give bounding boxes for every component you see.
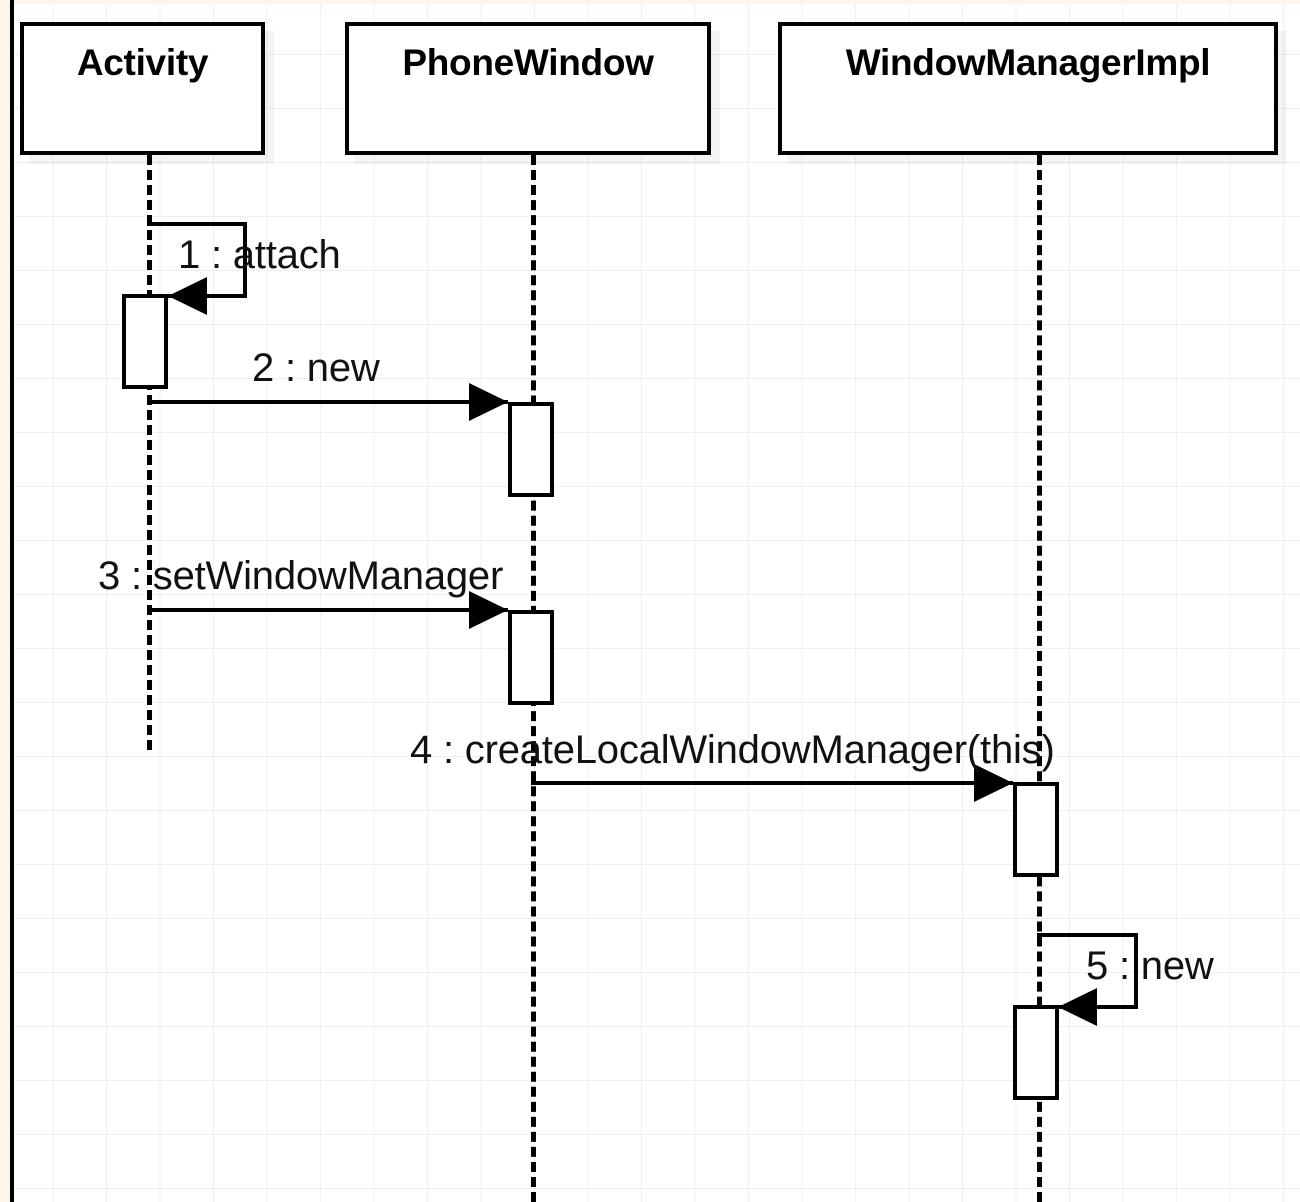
message-1-loop-right <box>243 222 247 296</box>
message-2-arrowhead-icon <box>469 383 508 421</box>
message-5-label: 5 : new <box>1086 944 1214 988</box>
participant-box-windowmanagerimpl[interactable]: WindowManagerImpl <box>778 22 1278 155</box>
message-1-loop-top <box>147 222 247 226</box>
message-5-loop-right <box>1134 933 1138 1007</box>
lifeline-windowmanagerimpl <box>1037 155 1042 1202</box>
message-3-line <box>147 608 508 612</box>
page-margin-top <box>0 0 1300 4</box>
participant-box-activity[interactable]: Activity <box>20 22 265 155</box>
message-1-loop-bottom <box>168 294 247 298</box>
page-border-left <box>10 0 14 1202</box>
participant-label-windowmanagerimpl: WindowManagerImpl <box>845 42 1211 83</box>
message-1-arrowhead-icon <box>168 277 207 315</box>
message-4-arrowhead-icon <box>974 764 1013 802</box>
message-5-loop-bottom <box>1058 1005 1138 1009</box>
activation-bar-activity-1[interactable] <box>122 294 168 389</box>
participant-box-phonewindow[interactable]: PhoneWindow <box>345 22 711 155</box>
message-5-loop-top <box>1037 933 1138 937</box>
message-3-label: 3 : setWindowManager <box>98 554 504 598</box>
message-2-line <box>147 400 508 404</box>
activation-bar-phonewindow-2[interactable] <box>508 610 554 705</box>
message-3-arrowhead-icon <box>469 591 508 629</box>
participant-label-activity: Activity <box>76 42 209 83</box>
lifeline-activity <box>147 155 152 750</box>
activation-bar-windowmanagerimpl-1[interactable] <box>1013 782 1059 877</box>
message-2-label: 2 : new <box>252 346 380 390</box>
message-5-arrowhead-icon <box>1058 988 1097 1026</box>
message-1-label: 1 : attach <box>178 233 341 277</box>
message-4-line <box>531 781 1013 785</box>
activation-bar-windowmanagerimpl-2[interactable] <box>1013 1005 1059 1100</box>
page-margin-left <box>0 0 10 1202</box>
activation-bar-phonewindow-1[interactable] <box>508 402 554 497</box>
participant-label-phonewindow: PhoneWindow <box>402 42 654 83</box>
message-4-label: 4 : createLocalWindowManager(this) <box>410 728 1055 772</box>
